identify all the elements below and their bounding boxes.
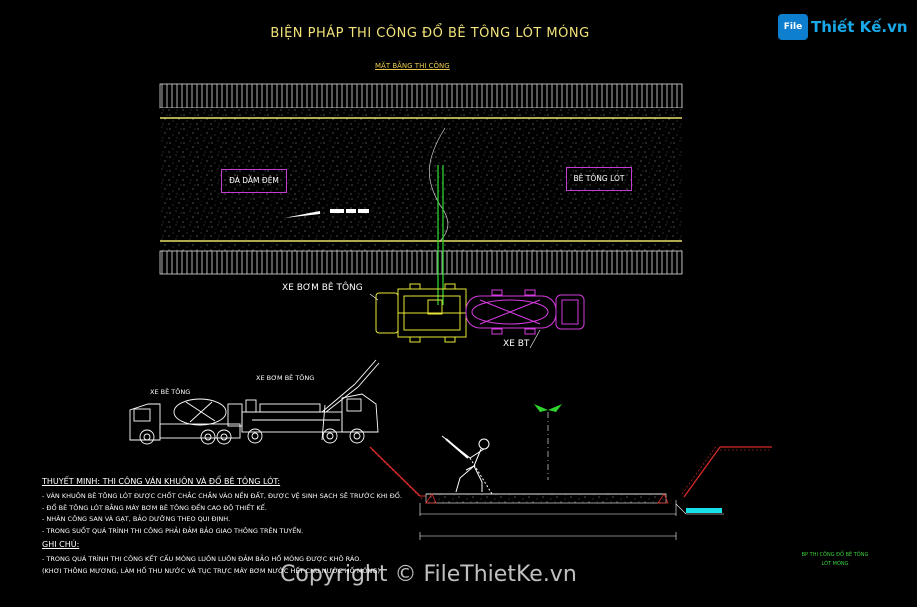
plan-title: MẶT BẰNG THI CÔNG <box>375 62 450 70</box>
mixer-truck-plan <box>465 289 585 335</box>
label-mixer-truck-plan: XE BT <box>503 339 530 349</box>
note-item: - TRONG SUỐT QUÁ TRÌNH THI CÔNG PHẢI ĐẢM… <box>42 527 304 535</box>
ghichu-item: (KHƠI THÔNG MƯƠNG, LÀM HỐ THU NƯỚC VÀ TỤ… <box>42 567 380 575</box>
logo-badge: File <box>778 14 808 40</box>
note-item: - VÁN KHUÔN BÊ TÔNG LÓT ĐƯỢC CHỐT CHẮC C… <box>42 492 402 500</box>
label-crushed-stone: ĐÁ DĂM ĐỆM <box>221 169 287 193</box>
label-pump-truck-plan: XE BƠM BÊ TÔNG <box>282 283 363 293</box>
leader-pump <box>369 293 379 301</box>
plan-view <box>159 83 683 305</box>
stamp-line-1: BP THI CÔNG ĐỔ BÊ TÔNG <box>801 552 869 558</box>
stamp-line-2: LÓT MÓNG <box>821 561 849 567</box>
note-item: - NHÂN CÔNG SAN VÀ GẠT, BẢO DƯỠNG THEO Q… <box>42 515 231 523</box>
excavation-section <box>369 404 772 540</box>
notes-heading: THUYẾT MINH: THI CÔNG VÁN KHUÔN VÀ ĐỔ BÊ… <box>42 477 281 486</box>
worker-figure <box>441 435 493 495</box>
leader-mixer <box>529 329 541 349</box>
mixer-truck-elevation <box>129 398 243 445</box>
label-pump-truck-elevation: XE BƠM BÊ TÔNG <box>256 374 315 382</box>
curb-bottom <box>159 250 683 275</box>
page-title: BIỆN PHÁP THI CÔNG ĐỔ BÊ TÔNG LÓT MÓNG <box>270 26 590 41</box>
site-logo[interactable]: File Thiết Kế.vn <box>778 12 908 42</box>
copyright-watermark: Copyright © FileThietKe.vn <box>280 562 577 587</box>
logo-text: Thiết Kế.vn <box>811 18 908 36</box>
curb-top <box>159 83 683 109</box>
note-item: - ĐỔ BÊ TÔNG LÓT BẰNG MÁY BƠM BÊ TÔNG ĐẾ… <box>42 504 267 512</box>
label-mixer-truck-elevation: XE BÊ TÔNG <box>150 388 191 396</box>
label-lean-concrete: BÊ TÔNG LÓT <box>566 167 632 191</box>
ghichu-item: - TRONG QUÁ TRÌNH THI CÔNG KẾT CẤU MÓNG … <box>42 555 362 563</box>
gravel-area <box>160 108 682 251</box>
pump-truck-elevation <box>241 359 380 444</box>
direction-arrow <box>284 209 369 218</box>
pump-truck-plan <box>375 283 467 343</box>
ghichu-heading: GHI CHÚ: <box>42 540 80 549</box>
concrete-boundary <box>429 127 449 242</box>
